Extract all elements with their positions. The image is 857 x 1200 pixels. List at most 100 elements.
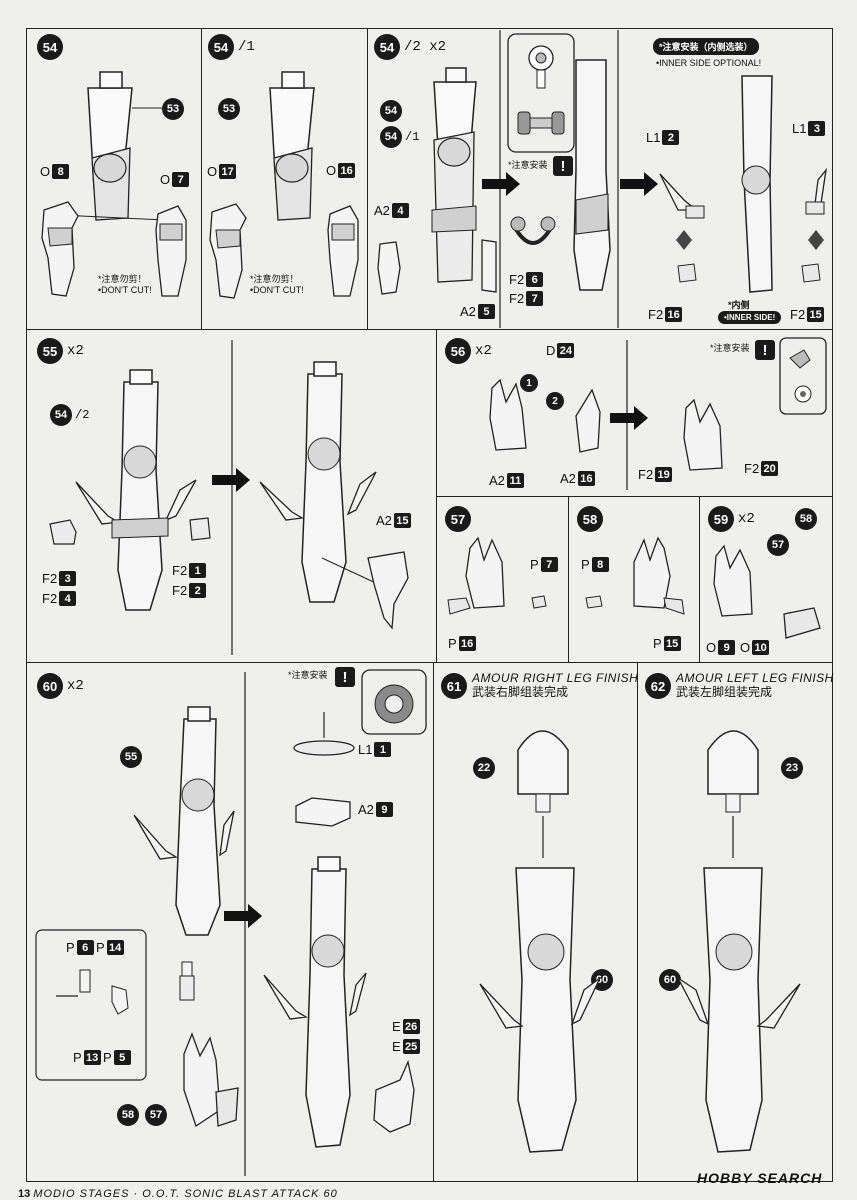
hinge-parts-drawing [510,216,556,245]
caution-detail-drawing [779,337,827,415]
part-tag-f2-1: F2 1 [172,563,207,578]
step-number: 59 [708,506,734,532]
inner-side-note: *内侧 [728,300,750,310]
ref-suffix: /1 [405,130,420,144]
part-tag-f2-7: F2 7 [509,291,544,306]
part-tag-a2-5: A2 5 [460,304,495,319]
leg-final-assembly-drawing [263,856,367,1148]
warning-icon: ! [335,667,355,687]
tag-number: 5 [113,1050,131,1065]
tag-prefix: L1 [646,130,661,145]
tag-number: 1 [189,563,207,578]
part-ref: 54 [50,404,72,426]
tag-prefix: P [448,636,457,651]
part-tag-p8: P 8 [581,557,609,572]
tag-prefix: F2 [648,307,664,322]
tag-number: 7 [540,557,558,572]
caution-note: *注意安装 [288,670,328,680]
shin-foot-drawing [713,544,821,639]
tag-number: 16 [665,307,683,322]
tag-prefix: O [207,164,218,179]
collar-part-drawing [295,797,351,827]
flow-arrow [610,406,648,430]
part-tag-p6: P 6 [66,940,94,955]
part-tag-a2-4: A2 4 [374,203,409,218]
knee-part-left-drawing [41,201,79,297]
part-ref: 53 [162,98,184,120]
step-suffix: x2 [67,678,84,694]
tag-number: 11 [506,473,524,488]
tag-prefix: F2 [42,571,58,586]
flow-arrow [620,172,658,196]
inner-optional-note: •INNER SIDE OPTIONAL! [656,58,762,68]
step-number: 57 [445,506,471,532]
part-ref: 57 [145,1104,167,1126]
tag-prefix: O [740,640,751,655]
part-tag-p15: P 15 [653,636,681,651]
leg-thigh-drawing [59,71,166,223]
note-en: •DON'T CUT! [98,285,152,295]
tag-number: 6 [76,940,94,955]
footer-title: MODIO STAGES · O.O.T. SONIC BLAST ATTACK… [33,1188,338,1200]
tag-number: 4 [391,203,409,218]
tag-number: 1 [374,742,392,757]
note-en: •DON'T CUT! [250,285,304,295]
side-part-left-drawing [377,241,401,295]
order-marker-2: 2 [546,392,564,410]
tag-number: 16 [338,163,356,178]
tag-number: 26 [402,1019,420,1034]
title-en: AMOUR LEFT LEG FINISH [676,671,834,685]
page-footer: 13 MODIO STAGES · O.O.T. SONIC BLAST ATT… [18,1188,338,1200]
dont-cut-note: *注意勿剪！ •DON'T CUT! [250,274,304,296]
tag-prefix: F2 [42,591,58,606]
step-suffix: x2 [738,511,755,527]
tag-number: 3 [59,571,77,586]
part-tag-l1-2: L1 2 [646,130,680,145]
tag-number: 9 [718,640,736,655]
side-part-right-drawing [481,239,497,293]
part-tag-p7: P 7 [530,557,558,572]
part-tag-f2-15: F2 15 [790,307,825,322]
part-tag-o10: O 10 [740,640,770,655]
leg-result-drawing [259,361,379,603]
tag-prefix: E [392,1039,401,1054]
foot-armor-drawing [183,1032,239,1128]
flow-arrow [212,468,250,492]
tag-prefix: P [96,940,105,955]
shin-result-drawing [683,398,723,471]
tag-prefix: F2 [172,563,188,578]
part-ref: 58 [117,1104,139,1126]
leg-assembly-drawing [431,67,477,283]
dont-cut-note: *注意勿剪！ •DON'T CUT! [98,274,152,296]
shin-assembly-drawing [447,536,547,615]
inner-side-badge: •INNER SIDE! [718,311,782,324]
warning-icon: ! [755,340,775,360]
tag-number: 2 [189,583,207,598]
part-tag-f2-16: F2 16 [648,307,683,322]
tag-number: 20 [761,461,779,476]
part-tag-a2-15: A2 15 [376,513,411,528]
page-number: 13 [18,1188,31,1200]
tag-number: 15 [663,636,681,651]
step-title: AMOUR RIGHT LEG FINISH 武装右脚组装完成 [472,671,638,699]
watermark: HOBBY SEARCH [697,1170,822,1186]
tag-prefix: O [706,640,717,655]
part-tag-a2-16: A2 16 [560,471,595,486]
part-tag-p16: P 16 [448,636,476,651]
part-tag-o8: O 8 [40,164,70,179]
part-tag-a2-9: A2 9 [358,802,393,817]
tag-prefix: F2 [172,583,188,598]
tag-number: 6 [526,272,544,287]
step-suffix: /1 [238,39,255,55]
part-tag-f2-6: F2 6 [509,272,544,287]
title-cn: 武装左脚组装完成 [676,685,773,699]
tag-number: 15 [393,513,411,528]
shin-assembly-drawing [585,536,685,615]
leg-with-fins-drawing [659,75,828,293]
part-tag-p5: P 5 [103,1050,131,1065]
order-marker-1: 1 [520,374,538,392]
part-tag-o7: O 7 [160,172,190,187]
tag-prefix: P [103,1050,112,1065]
part-tag-p13: P 13 [73,1050,101,1065]
step-number: 55 [37,338,63,364]
